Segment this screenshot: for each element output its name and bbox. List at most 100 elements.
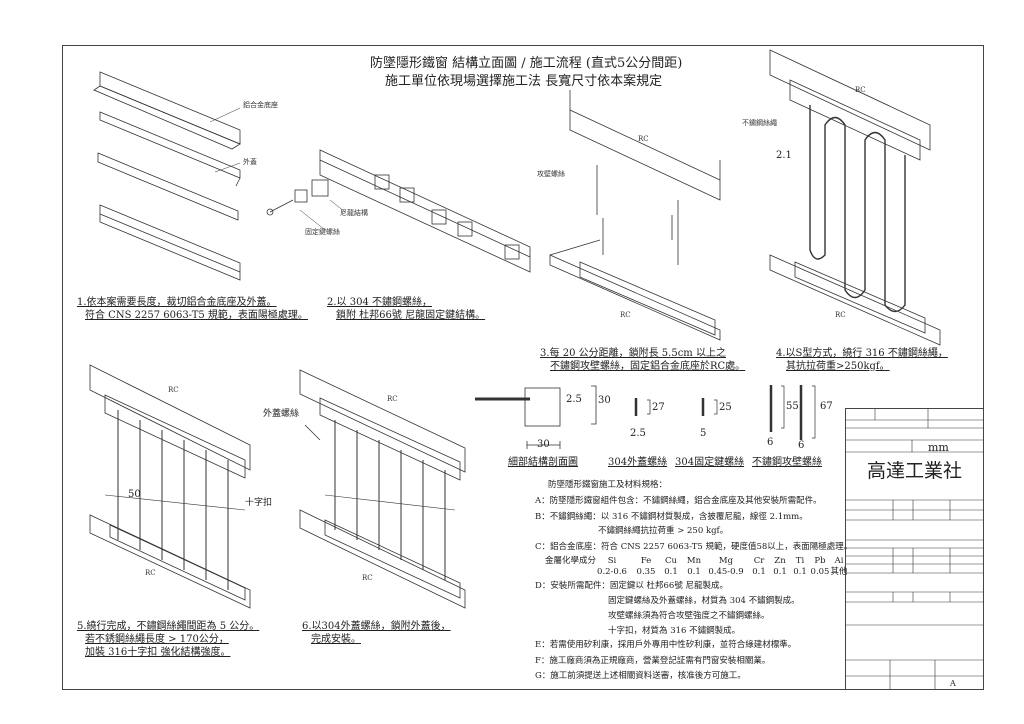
chem-value-cr: 0.1: [752, 567, 766, 577]
chem-value-mn: 0.1: [687, 567, 701, 577]
cover-profile-2: [97, 152, 239, 221]
section-detail-label: 細部結構剖面圖: [508, 457, 578, 468]
rc-floor-3: [549, 239, 721, 341]
wall-screw-label: 不鏽鋼攻壁螺絲: [752, 457, 822, 468]
callout-nylon-structure: 尼龍結構: [340, 209, 368, 217]
screw-icons: [634, 385, 803, 440]
spec-d3: 攻壁螺絲須為符合攻壁強度之不鏽鋼螺絲。: [608, 611, 770, 621]
section-gap-dim: 2.5: [566, 394, 582, 405]
company-name: 高達工業社: [867, 460, 963, 482]
vertical-wires-5: [104, 410, 246, 590]
chem-element-mg: Mg: [718, 556, 734, 566]
callout-spacing: 50: [128, 489, 141, 500]
rc-label: RC: [145, 569, 156, 577]
spec-g: G：施工前須提送上述相關資料送審，核准後方可施工。: [535, 671, 746, 681]
spec-b1: B：不鏽鋼絲繩：以 316 不鏽鋼材質製成，含披覆尼龍，線徑 2.1mm。: [535, 512, 808, 522]
chem-value-cu: 0.1: [664, 567, 678, 577]
cover-screw-pointer: [304, 424, 321, 441]
callout-cross-clip: 十字扣: [245, 498, 273, 508]
step-2-line2: 鎖附 杜邦66號 尼龍固定鍵結構。: [336, 310, 486, 321]
rc-label: RC: [835, 311, 846, 319]
title-block-grid: [845, 408, 984, 690]
chem-element-ti: Ti: [795, 556, 805, 566]
drawing-title: 防墜隱形鐵窗 結構立面圖 / 施工流程 (直式5公分間距): [370, 56, 683, 71]
key-screw-label: 304固定鍵螺絲: [675, 457, 745, 468]
rc-label: RC: [620, 311, 631, 319]
rc-ceiling-6: [299, 369, 466, 481]
rc-floor-4: [769, 254, 941, 346]
callout-wall-screw: 攻壁螺絲: [537, 170, 565, 178]
vertical-wires-6: [324, 420, 456, 580]
spec-b2: 不鏽鋼絲繩抗拉荷重 > 250 kgf。: [598, 526, 729, 536]
wall-screws: [596, 165, 679, 265]
spec-d1: D：安裝所需配件：固定鍵以 杜邦66號 尼龍製成。: [535, 581, 729, 591]
wall-screw-length-2: 67: [820, 401, 833, 412]
rc-ceiling-3: [569, 90, 721, 201]
chem-value-mg: 0.45-0.9: [708, 567, 744, 577]
chem-value-fe: 0.35: [636, 567, 656, 577]
chem-element-cu: Cu: [665, 556, 677, 566]
s-wire: [809, 105, 906, 313]
spec-c: C：鋁合金底座：符合 CNS 2257 6063-T5 規範，硬度值58以上，表…: [535, 542, 853, 552]
spec-e: E：若需使用矽利康，採用戶外專用中性矽利康，並符合綠建材標準。: [535, 640, 797, 650]
key-screw-length: 25: [719, 402, 732, 413]
chem-value-pb: 0.05: [810, 567, 830, 577]
aluminum-base-profile: [93, 71, 241, 150]
rc-ceiling-5: [89, 364, 251, 479]
step-2-line1: 2.以 304 不鏽鋼螺絲，: [327, 297, 432, 308]
spec-d4: 十字扣，材質為 316 不鏽鋼製成。: [608, 626, 741, 636]
section-detail: [475, 385, 597, 449]
rc-floor-5: [89, 514, 251, 609]
callout-fixing-key-screw: 固定鍵螺絲: [305, 228, 340, 236]
dimension-brackets: [647, 385, 816, 439]
chem-element-ai: Ai: [834, 556, 844, 566]
step-5-line2: 若不銹鋼絲繩長度 > 170公分，: [85, 634, 229, 645]
chem-value-zn: 0.1: [773, 567, 787, 577]
chem-element-si: Si: [607, 556, 617, 566]
step-6-line2: 完成安裝。: [311, 634, 361, 645]
spec-f: F：施工廠商須為正規廠商，營業登記証需有門窗安裝相關業。: [535, 656, 771, 666]
step-5-line1: 5.繞行完成，不鏽鋼絲繩間距為 5 公分。: [77, 621, 260, 632]
step-5-line3: 加裝 316十字扣 強化結構強度。: [85, 647, 231, 658]
step-4-line2: 其抗拉荷重>250kgf。: [786, 361, 890, 372]
step-1-line2: 符合 CNS 2257 6063-T5 規範，表面陽極處理。: [85, 310, 308, 321]
spec-chem-label: 金屬化學成分: [545, 556, 597, 566]
drawing-frame: [62, 45, 984, 690]
key-screw-diameter: 5: [700, 428, 707, 439]
rc-label: RC: [168, 386, 179, 394]
callout-wire-diameter: 2.1: [776, 150, 792, 161]
section-width-dim: 30: [537, 439, 550, 450]
title-block: [845, 408, 984, 690]
step-6-line1: 6.以304外蓋螺絲，鎖附外蓋後，: [302, 621, 451, 632]
step-4-line1: 4.以S型方式，繞行 316 不鏽鋼絲繩，: [776, 348, 948, 359]
callout-cover-screw: 外蓋螺絲: [263, 409, 300, 419]
rc-label: RC: [362, 574, 373, 582]
section-height-dim: 30: [598, 395, 611, 406]
cover-profile: [99, 111, 241, 187]
wall-screw-diameter-1: 6: [767, 437, 774, 448]
chem-element-pb: Pb: [814, 556, 826, 566]
wall-screw-length-1: 55: [786, 401, 799, 412]
rc-label: RC: [387, 395, 398, 403]
spec-d2: 固定鍵螺絲及外蓋螺絲，材質為 304 不鏽鋼製成。: [608, 596, 800, 606]
step-1-line1: 1.依本案需要長度，裁切鋁合金底座及外蓋。: [77, 297, 277, 308]
chem-element-zn: Zn: [774, 556, 786, 566]
callout-aluminum-base: 鋁合金底座: [243, 101, 278, 109]
revision-label: A: [950, 679, 956, 688]
drawing-subtitle: 施工單位依現場選擇施工法 長寬尺寸依本案規定: [385, 74, 663, 89]
rc-label: RC: [638, 135, 649, 143]
rc-floor-6: [299, 509, 466, 609]
step-3-line2: 不鏽鋼攻壁螺絲，固定鋁合金底座於RC處。: [550, 361, 746, 372]
chem-value-ti: 0.1: [793, 567, 807, 577]
chem-element-fe: Fe: [640, 556, 652, 566]
cover-screw-diameter: 2.5: [630, 428, 646, 439]
chem-element-mn: Mn: [686, 556, 702, 566]
rc-ceiling-4: [769, 49, 931, 161]
base-with-nylon-keys: [266, 149, 531, 273]
specs-heading: 防墜隱形鐵窗施工及材料規格：: [548, 480, 668, 490]
unit-label: mm: [928, 441, 949, 454]
chem-value-ai: 其他: [830, 567, 848, 577]
callout-steel-wire: 不鏽鋼絲繩: [742, 119, 777, 127]
spec-a: A：防墜隱形鐵窗組件包含：不鏽鋼絲繩，鋁合金底座及其他安裝所需配件。: [535, 496, 822, 506]
